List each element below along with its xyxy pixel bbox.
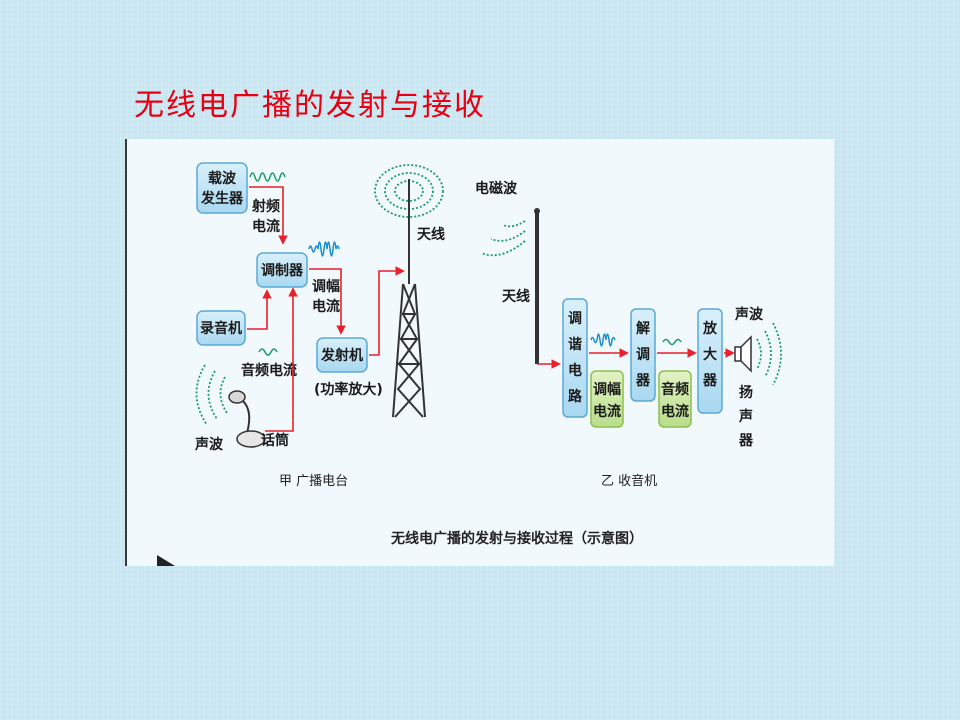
audio-wave-icon	[258, 348, 278, 356]
mic-arrow	[265, 287, 298, 432]
rx-caption: 乙 收音机	[601, 473, 657, 489]
figure-caption: 无线电广播的发射与接收过程（示意图）	[390, 530, 643, 547]
broadcast-diagram: 载波 发生器 射频 电流 调制器 调幅 电流 录音机 音频电流 声波 话筒 发射…	[125, 139, 834, 566]
rf-arrow	[249, 186, 288, 245]
corner-page-mark	[157, 555, 175, 566]
rx-am-current-box: 调幅 电流	[590, 370, 624, 428]
svg-text:调: 调	[636, 347, 650, 363]
audio-current-label: 音频电流	[241, 362, 297, 379]
rx-am-wave-icon	[590, 333, 616, 347]
recorder-box: 录音机	[196, 310, 246, 346]
microphone-icon	[228, 390, 266, 448]
tuning-circuit-box: 调 谐 电 路	[562, 298, 588, 418]
transmitter-label: 发射机	[320, 347, 363, 364]
svg-text:器: 器	[635, 373, 651, 389]
rx-audio-wave-icon	[662, 338, 682, 346]
svg-text:谐: 谐	[568, 336, 582, 353]
speaker-line3: 器	[738, 433, 754, 449]
carrier-generator-box: 载波 发生器	[196, 162, 248, 214]
to-antenna-arrow	[369, 266, 405, 356]
sound-wave-label: 声波	[194, 436, 224, 453]
sound-waves-icon	[195, 364, 228, 426]
speaker-sound-waves-icon	[756, 322, 782, 386]
am-current-line1: 调幅	[312, 278, 340, 295]
am-current-line2: 电流	[312, 298, 340, 315]
carrier-wave-icon	[249, 172, 286, 182]
modulator-label: 调制器	[261, 262, 304, 279]
svg-text:解: 解	[636, 320, 650, 337]
svg-text:大: 大	[703, 346, 717, 363]
svg-text:放: 放	[702, 320, 718, 337]
slide-title: 无线电广播的发射与接收	[134, 88, 486, 123]
carrier-generator-line2: 发生器	[200, 190, 244, 207]
am-arrow	[309, 268, 346, 335]
svg-text:电: 电	[568, 362, 582, 379]
speaker-icon	[734, 335, 752, 373]
em-waves-icon	[480, 220, 526, 257]
rf-current-line2: 电流	[252, 218, 280, 235]
amplifier-box: 放 大 器	[697, 308, 723, 414]
svg-text:调: 调	[568, 311, 582, 327]
em-wave-label: 电磁波	[475, 180, 518, 197]
microphone-label: 话筒	[261, 432, 289, 449]
rx-sound-wave-label: 声波	[734, 306, 764, 323]
rx-antenna-label: 天线	[502, 288, 530, 305]
demodulator-box: 解 调 器	[630, 308, 656, 402]
carrier-generator-line1: 载波	[208, 170, 237, 187]
rx-antenna-icon	[534, 208, 540, 364]
speaker-line1: 扬	[739, 384, 753, 401]
transmitter-box: 发射机	[316, 337, 368, 373]
svg-text:电流: 电流	[661, 403, 689, 420]
tx-caption: 甲 广播电台	[279, 474, 348, 489]
svg-text:路: 路	[568, 388, 583, 405]
rf-current-line1: 射频	[251, 198, 280, 215]
recorder-arrow	[247, 289, 272, 330]
speaker-line2: 声	[738, 408, 753, 425]
svg-text:器: 器	[702, 373, 718, 389]
modulator-box: 调制器	[256, 252, 308, 288]
am-wave-icon	[308, 241, 340, 257]
rx-audio-current-box: 音频 电流	[658, 370, 692, 428]
svg-text:调幅: 调幅	[593, 381, 621, 398]
svg-text:电流: 电流	[593, 403, 621, 420]
transmit-tower-icon	[392, 179, 426, 418]
recorder-label: 录音机	[200, 320, 242, 337]
power-amp-label: (功率放大)	[314, 381, 383, 398]
diagram-svg: 载波 发生器 射频 电流 调制器 调幅 电流 录音机 音频电流 声波 话筒 发射…	[157, 162, 782, 566]
tx-antenna-label: 天线	[417, 226, 445, 243]
svg-text:音频: 音频	[661, 381, 689, 398]
